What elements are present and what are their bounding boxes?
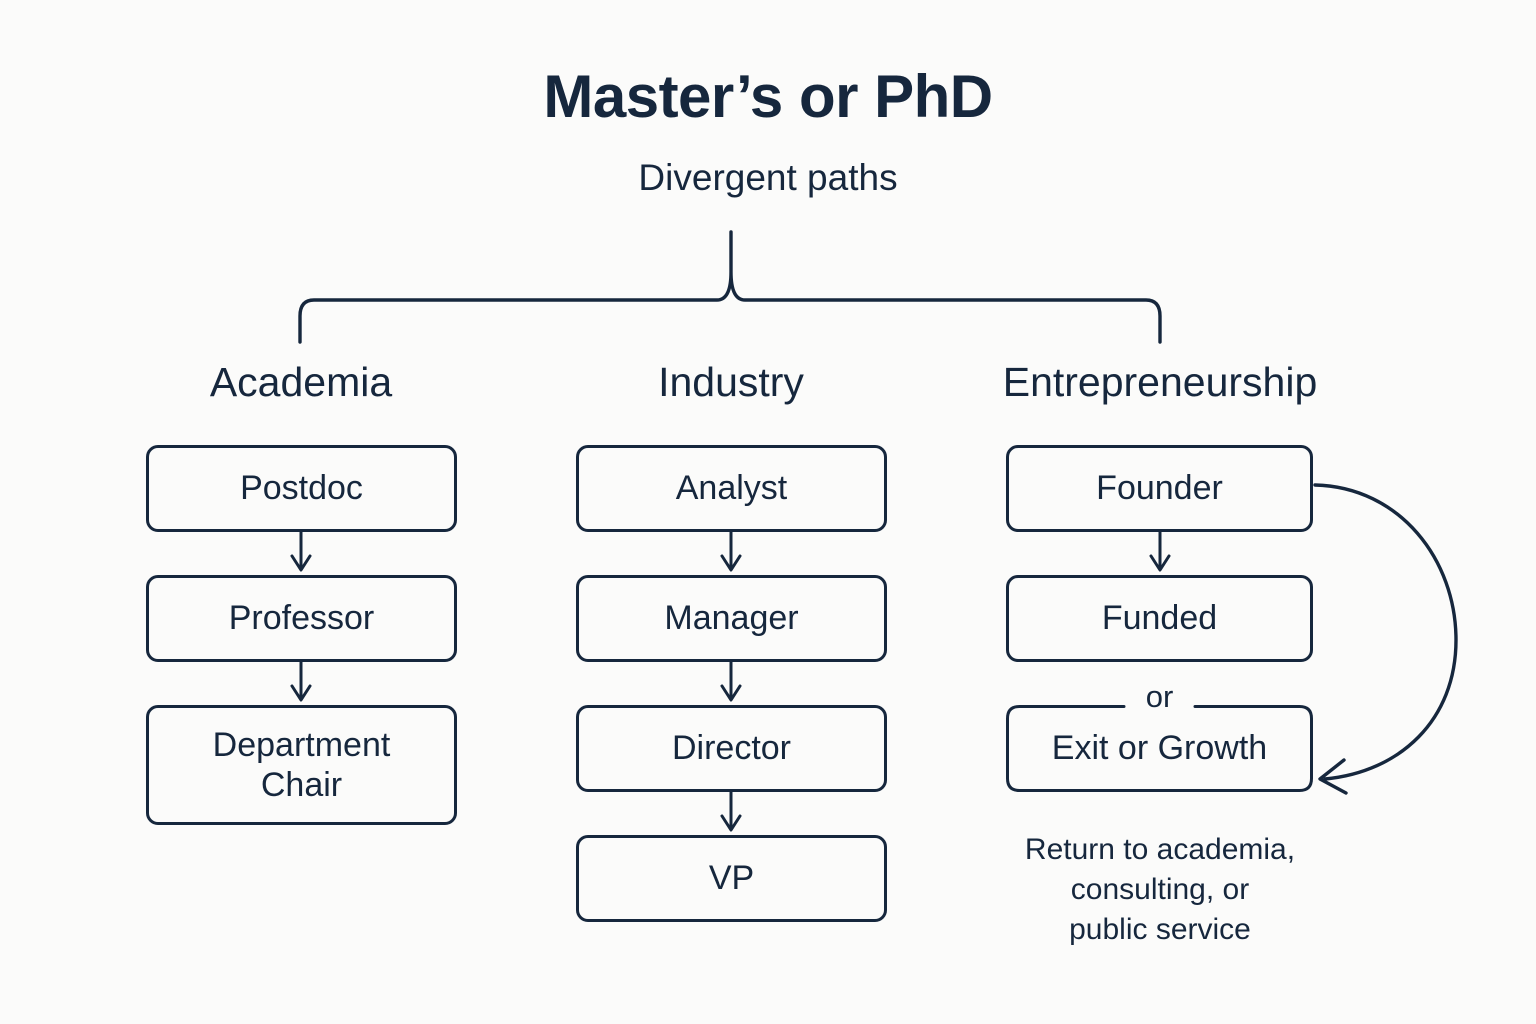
node-professor[interactable]: Professor [146,575,457,662]
node-postdoc[interactable]: Postdoc [146,445,457,532]
arrow-professor-to-chair-head [290,684,312,702]
node-exit-or-growth-border [1006,705,1313,792]
node-director[interactable]: Director [576,705,887,792]
node-vp[interactable]: VP [576,835,887,922]
feedback-loop-arrow-head [1318,758,1348,795]
node-department-chair-label: Department Chair [212,725,391,804]
entrepreneurship-caption: Return to academia, consulting, or publi… [1024,833,1296,947]
node-exit-or-growth[interactable]: Exit or Growth [1051,729,1268,768]
column-header-entrepreneurship: Entrepreneurship [1002,359,1318,405]
arrow-postdoc-to-professor-head [290,554,312,572]
column-header-academia: Academia [209,359,393,405]
node-exit-or-growth-legend: or [1145,679,1174,714]
page-title: Master’s or PhD [543,63,993,130]
arrow-manager-to-director-head [720,684,742,702]
column-header-industry: Industry [658,359,804,405]
arrow-founder-to-funded-head [1149,554,1171,572]
node-funded[interactable]: Funded [1006,575,1313,662]
node-analyst[interactable]: Analyst [576,445,887,532]
arrow-analyst-to-manager-head [720,554,742,572]
node-founder[interactable]: Founder [1006,445,1313,532]
arrow-director-to-vp-head [720,814,742,832]
node-manager[interactable]: Manager [576,575,887,662]
node-department-chair[interactable]: Department Chair [146,705,457,825]
page-subtitle: Divergent paths [638,157,898,198]
feedback-loop-arrow [1313,483,1458,781]
brace-connector [298,230,1162,344]
